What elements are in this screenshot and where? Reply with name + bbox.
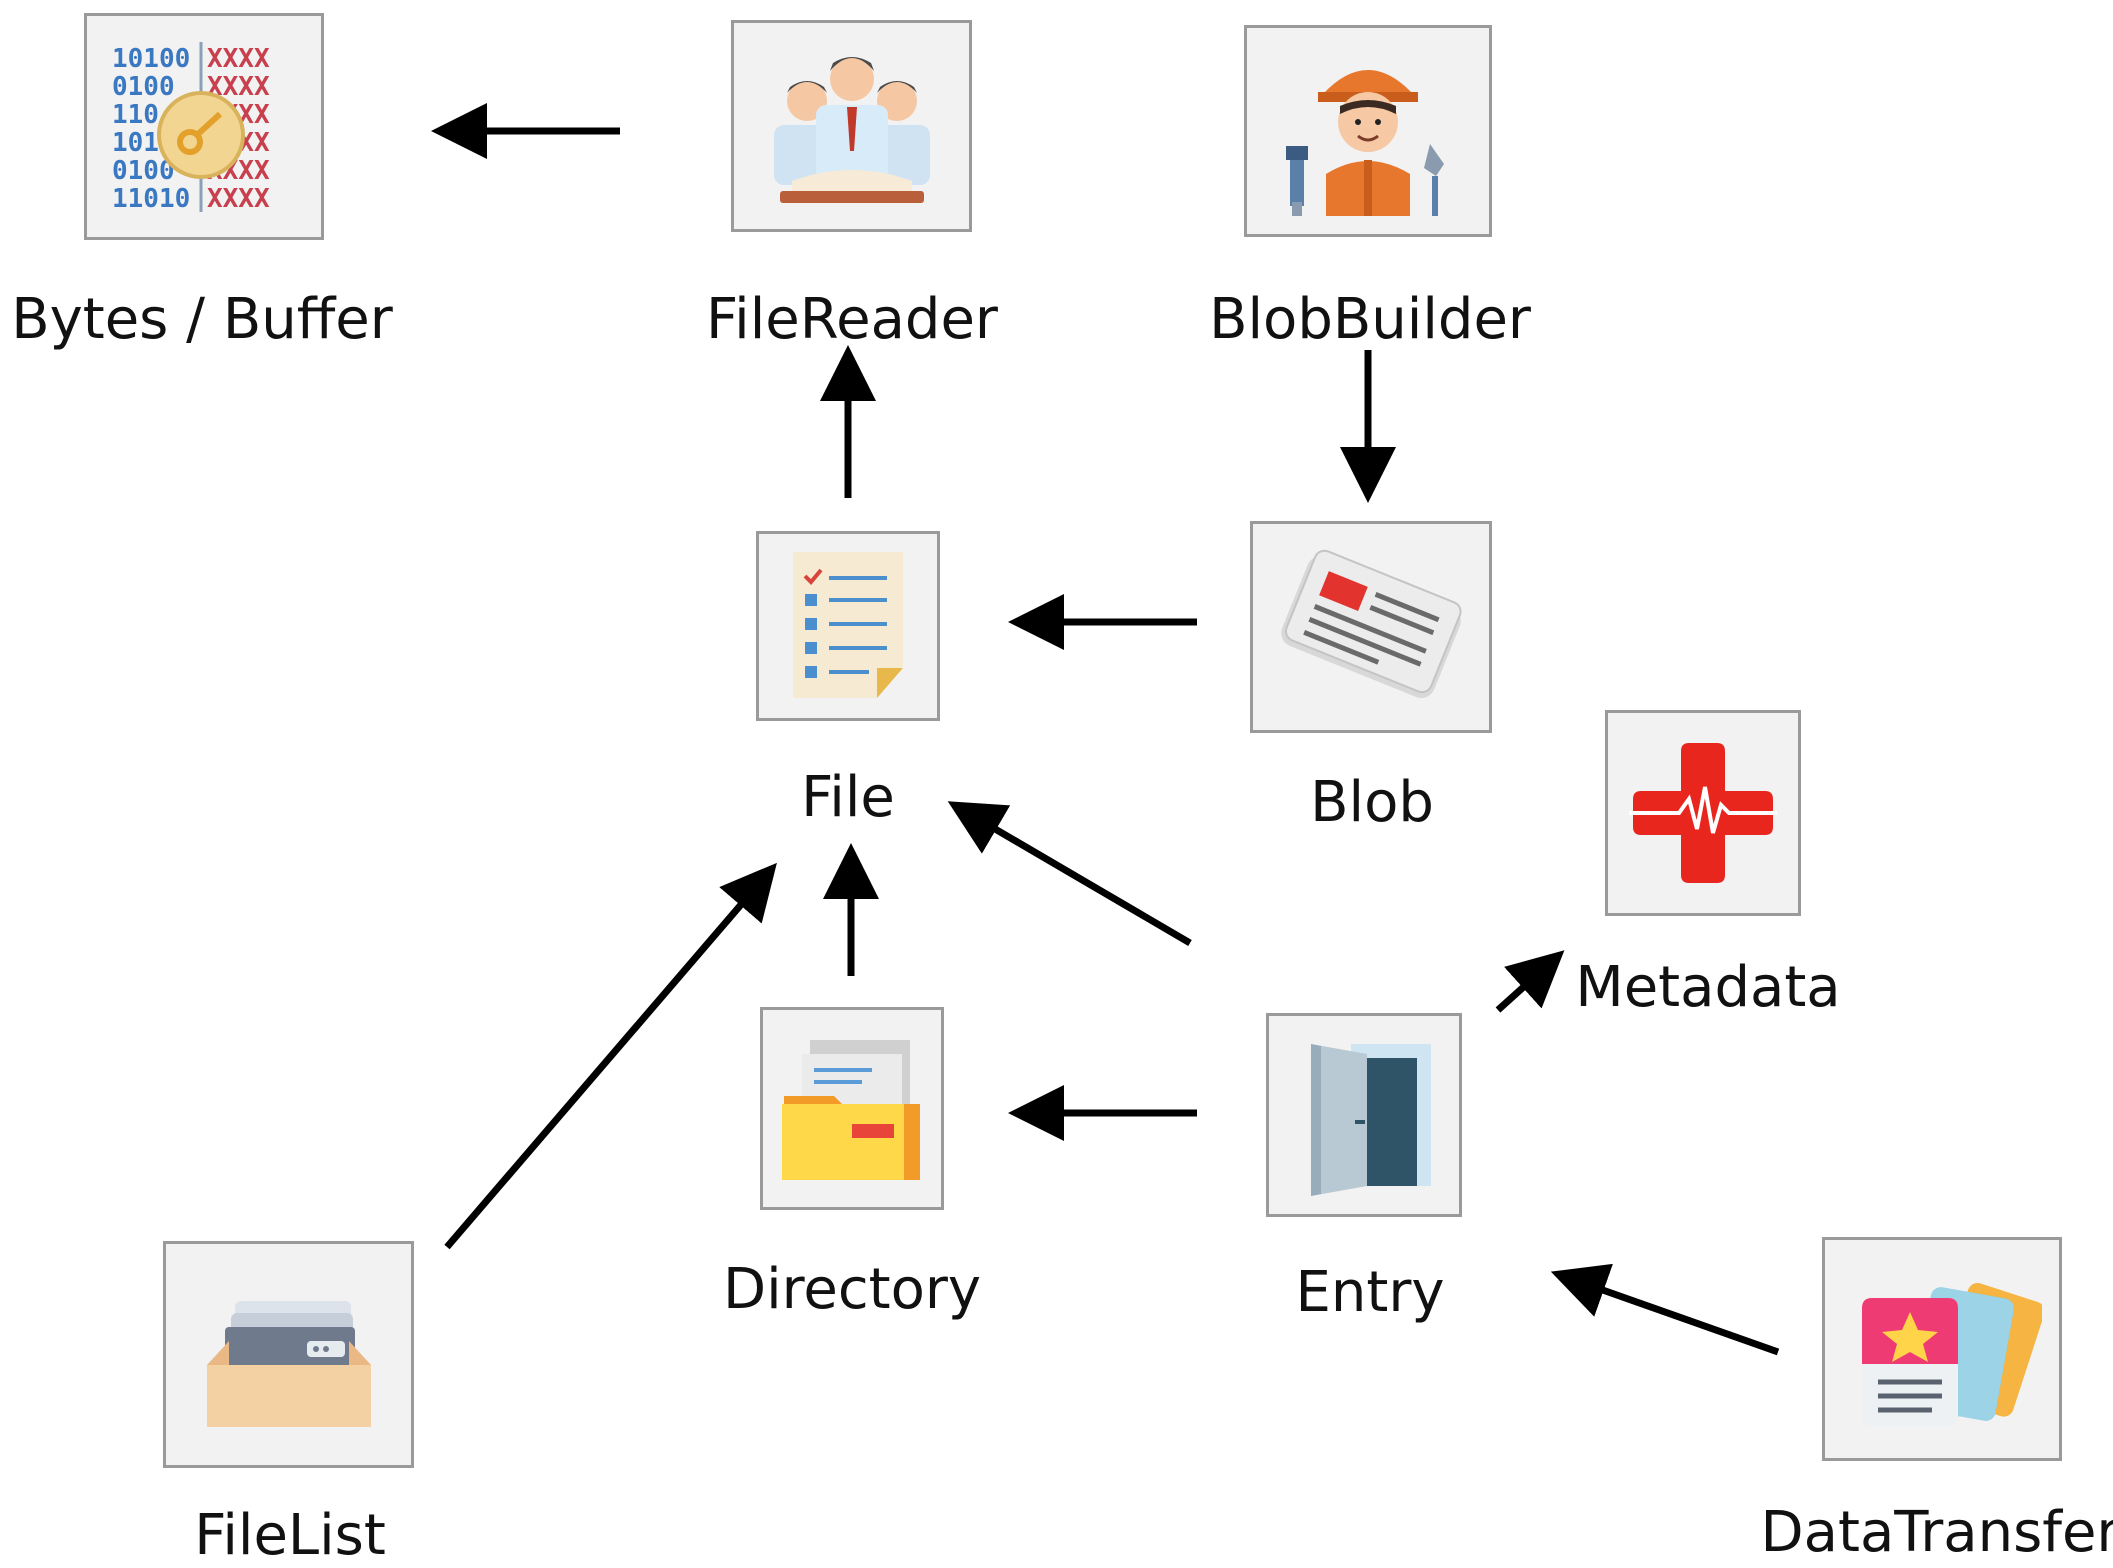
metadata-label: Metadata <box>1575 955 1841 1020</box>
datatransfer-node <box>1822 1237 2062 1461</box>
blob-node <box>1250 521 1492 733</box>
svg-text:0100: 0100 <box>112 156 175 186</box>
filereader-node <box>731 20 972 232</box>
metadata-node <box>1605 710 1801 916</box>
directory-label: Directory <box>722 1257 982 1322</box>
entry-node <box>1266 1013 1462 1217</box>
blobbuilder-label: BlobBuilder <box>1209 287 1531 352</box>
directory-node <box>760 1007 944 1210</box>
arrow-entry-to-metadata <box>1495 950 1565 1013</box>
svg-text:101: 101 <box>112 128 159 158</box>
arrow-filelist-to-file <box>444 862 777 1250</box>
entry-label: Entry <box>1295 1260 1445 1325</box>
arrow-entry-to-file <box>947 801 1192 947</box>
arrow-datatransfer-to-entry <box>1550 1263 1780 1356</box>
blob-label: Blob <box>1310 770 1434 835</box>
open-door-icon <box>1311 1044 1431 1196</box>
svg-text:0100: 0100 <box>112 72 175 102</box>
checklist-document-icon <box>793 552 903 698</box>
construction-worker-icon <box>1286 70 1444 216</box>
file-label: File <box>801 765 895 830</box>
file-node <box>756 531 940 721</box>
svg-text:XXXX: XXXX <box>207 44 270 74</box>
people-book-icon <box>773 57 930 203</box>
folder-icon <box>782 1039 920 1180</box>
newspaper-icon <box>1281 549 1462 698</box>
filelist-label: FileList <box>194 1503 386 1568</box>
filereader-label: FileReader <box>706 287 998 352</box>
svg-text:110: 110 <box>112 100 159 130</box>
file-drawer-icon <box>206 1300 371 1427</box>
blobbuilder-node <box>1244 25 1492 237</box>
svg-text:11010: 11010 <box>112 184 190 214</box>
svg-text:XXXX: XXXX <box>207 184 270 214</box>
cards-star-icon <box>1862 1282 2042 1426</box>
bytes-buffer-label: Bytes / Buffer <box>11 287 393 352</box>
datatransfer-label: DataTransfer <box>1760 1500 2113 1565</box>
medical-cross-icon <box>1629 743 1777 883</box>
svg-text:10100: 10100 <box>112 44 190 74</box>
filelist-node <box>163 1241 414 1468</box>
